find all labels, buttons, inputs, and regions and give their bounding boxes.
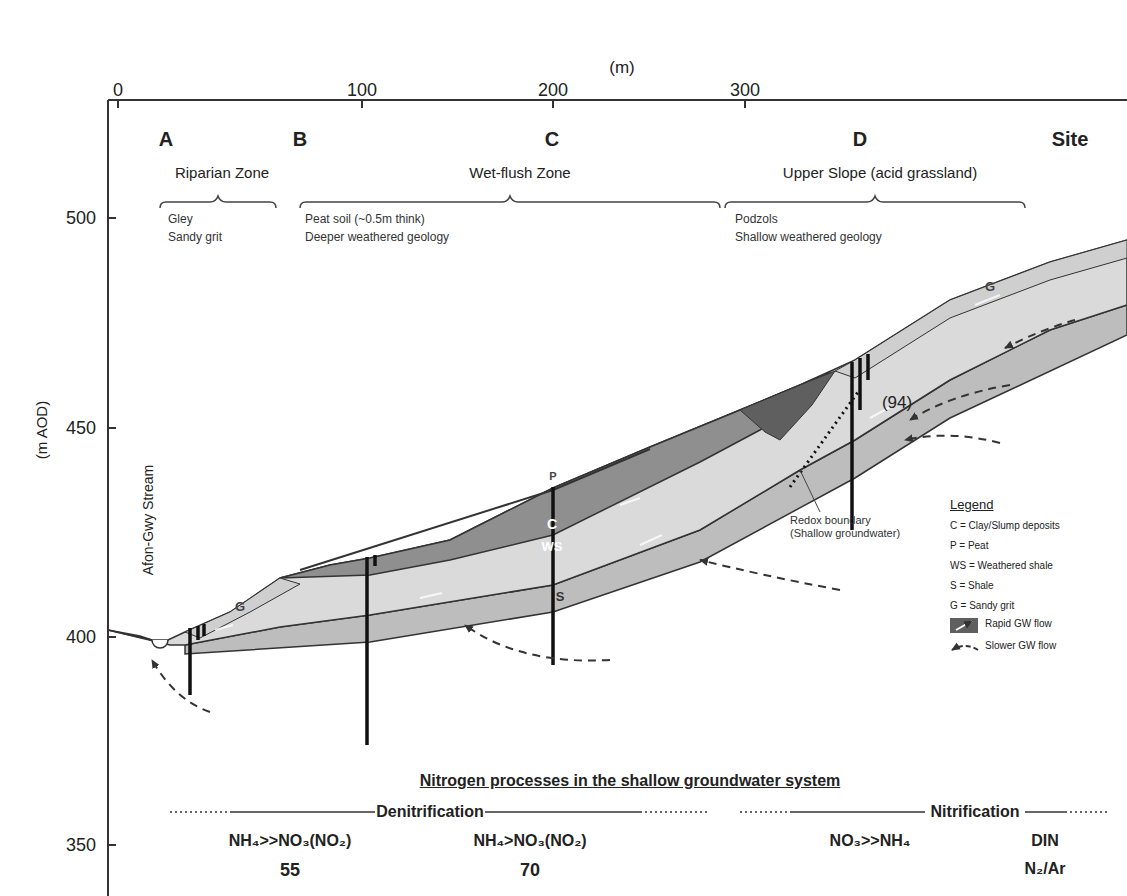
label: Legend	[950, 498, 993, 513]
zone-brace	[160, 196, 1025, 208]
label: Gley	[168, 213, 193, 227]
label: Upper Slope (acid grassland)	[783, 164, 977, 181]
label: 0	[113, 80, 123, 101]
redox-boundary	[790, 392, 858, 487]
label: WS	[542, 540, 563, 555]
label: 55	[280, 860, 300, 881]
label: G	[985, 280, 995, 295]
label: 70	[520, 860, 540, 881]
label: G	[235, 600, 245, 615]
label: 100	[347, 80, 377, 101]
label: Site	[1052, 128, 1089, 151]
label: B	[293, 128, 307, 151]
legend-text: Rapid GW flow	[985, 618, 1052, 630]
label: NH₄>NO₃(NO₂)	[473, 832, 586, 850]
label: Shallow weathered geology	[735, 231, 882, 245]
leader-line	[800, 470, 820, 512]
label: C	[545, 128, 559, 151]
borehole	[190, 354, 868, 745]
label: C	[547, 516, 557, 532]
label: DIN	[1031, 832, 1059, 850]
label: 400	[66, 627, 96, 648]
geology-layers	[108, 240, 1127, 654]
label: G = Sandy grit	[950, 600, 1014, 612]
label: Podzols	[735, 213, 778, 227]
label: 350	[66, 835, 96, 856]
label: Nitrification	[931, 803, 1020, 821]
label: Sandy grit	[168, 231, 222, 245]
label: Redox boundary (Shallow groundwater)	[790, 514, 910, 539]
label: P	[549, 470, 556, 483]
label: NO₃>>NH₄	[830, 832, 911, 850]
label: D	[853, 128, 867, 151]
legend-sample	[950, 618, 978, 650]
label: 200	[538, 80, 568, 101]
label: C = Clay/Slump deposits	[950, 520, 1060, 532]
label: 500	[66, 208, 96, 229]
label: Wet-flush Zone	[469, 164, 570, 181]
label: Deeper weathered geology	[305, 231, 449, 245]
axes	[108, 100, 1127, 896]
label: (m)	[609, 58, 634, 78]
label: NH₄>>NO₃(NO₂)	[229, 832, 352, 850]
label: Nitrogen processes in the shallow ground…	[420, 772, 841, 790]
label: Denitrification	[376, 803, 484, 821]
label: Afon-Gwy Stream	[140, 465, 156, 575]
label: WS = Weathered shale	[950, 560, 1053, 572]
label: A	[159, 128, 173, 151]
legend-text: Slower GW flow	[985, 640, 1056, 652]
label: N₂/Ar	[1025, 860, 1066, 878]
label: Riparian Zone	[175, 164, 269, 181]
label: S = Shale	[950, 580, 994, 592]
label: Peat soil (~0.5m think)	[305, 213, 425, 227]
label: (94)	[882, 393, 912, 413]
label: 450	[66, 418, 96, 439]
label: (m AOD)	[33, 401, 50, 459]
slow-flow-arrow	[152, 320, 1075, 712]
label: P = Peat	[950, 540, 988, 552]
label: S	[556, 590, 565, 605]
label: 300	[730, 80, 760, 101]
